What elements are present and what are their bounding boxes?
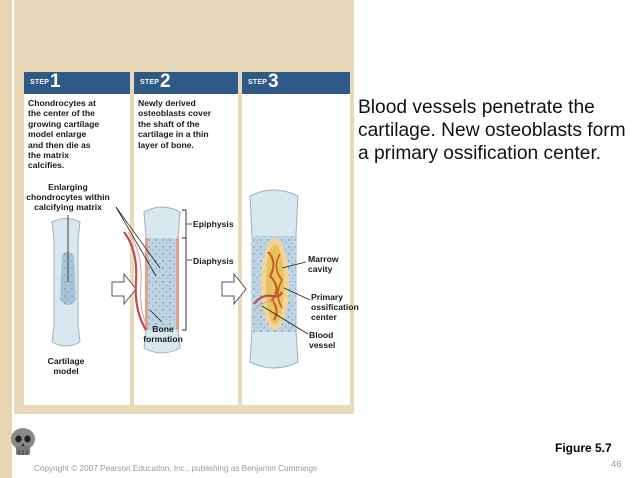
slide-body-text: Blood vessels penetrate the cartilage. N… — [358, 97, 626, 164]
label-line: cavity — [308, 264, 333, 275]
step-1-caption-line: growing cartilage — [28, 118, 100, 129]
label-diaphysis: Diaphysis — [193, 256, 234, 266]
label-line: vessel — [309, 340, 336, 351]
step-2-caption-line: the shaft of the — [138, 118, 200, 129]
step-1-caption: Chondrocytes at the center of the growin… — [28, 98, 128, 171]
bone-model-step-2 — [123, 206, 181, 354]
page-number: 46 — [611, 459, 622, 470]
step-1-caption-line: the center of the — [28, 108, 95, 119]
label-line: Cartilage — [47, 356, 85, 366]
slide-sidebar-strip — [0, 0, 12, 478]
marrow-cavity-leader — [281, 261, 307, 269]
label-line: Marrow — [308, 254, 339, 264]
step-1-caption-line: Chondrocytes at — [28, 98, 96, 108]
step-1-caption-line: the matrix — [28, 150, 70, 161]
label-line: Bone — [152, 324, 174, 334]
label-bone-formation: Bone formation — [136, 324, 190, 344]
skull-icon — [11, 428, 35, 455]
epiphysis-bracket — [182, 209, 187, 239]
label-enlarging-chondrocytes: Enlarging chondrocytes within calcifying… — [20, 182, 116, 213]
step-1-caption-line: model enlarge — [28, 129, 87, 140]
label-line: model — [53, 366, 79, 377]
step-2-caption-line: osteoblasts cover — [138, 108, 212, 119]
step-2-word: STEP — [140, 79, 160, 86]
label-cartilage-model: Cartilage model — [36, 356, 96, 376]
label-epiphysis: Epiphysis — [193, 219, 234, 229]
step-3-word: STEP — [248, 79, 268, 86]
label-line: formation — [143, 334, 183, 345]
label-blood-vessel: Blood vessel — [309, 330, 335, 350]
label-line: ossification — [311, 302, 359, 313]
enlarging-leader-line — [115, 206, 161, 269]
step-1-header: STEP 1 — [24, 71, 130, 94]
diaphysis-bracket — [182, 237, 187, 331]
step-3-header: STEP 3 — [242, 71, 350, 94]
cartilage-model-step-1 — [51, 218, 81, 347]
enlarging-leader-line — [115, 206, 157, 277]
label-line: calcifying matrix — [34, 202, 102, 213]
copyright-text: Copyright © 2007 Pearson Education, Inc.… — [34, 464, 318, 473]
step-2-caption-line: layer of bone. — [138, 139, 194, 150]
label-line: center — [311, 312, 337, 323]
label-marrow-cavity: Marrow cavity — [308, 254, 339, 274]
step-1-number: 1 — [50, 71, 61, 92]
arrow-step2-to-step3 — [221, 272, 247, 306]
blood-vessel-leader — [261, 305, 309, 335]
step-1-word: STEP — [30, 79, 50, 86]
step-2-caption-line: Newly derived — [138, 98, 196, 108]
step-1-caption-line: and then die as — [28, 139, 91, 150]
label-line: Primary — [311, 292, 344, 302]
step-2-number: 2 — [160, 71, 171, 92]
label-line: Blood — [309, 330, 334, 340]
label-line: Enlarging — [48, 182, 88, 192]
step-2-caption-line: cartilage in a thin — [138, 129, 209, 140]
step-2-caption: Newly derived osteoblasts cover the shaf… — [138, 98, 236, 150]
step-2-header: STEP 2 — [134, 71, 238, 94]
bone-model-step-3 — [249, 189, 299, 369]
primary-ossification-leader — [283, 287, 311, 301]
step-1-caption-line: calcifies. — [28, 160, 65, 171]
label-line: chondrocytes within — [26, 192, 110, 203]
figure-label: Figure 5.7 — [555, 441, 612, 455]
arrow-step1-to-step2 — [111, 272, 137, 306]
label-primary-ossification-center: Primary ossification center — [311, 292, 359, 323]
bone-formation-leader — [149, 309, 163, 323]
step-3-number: 3 — [268, 71, 279, 92]
